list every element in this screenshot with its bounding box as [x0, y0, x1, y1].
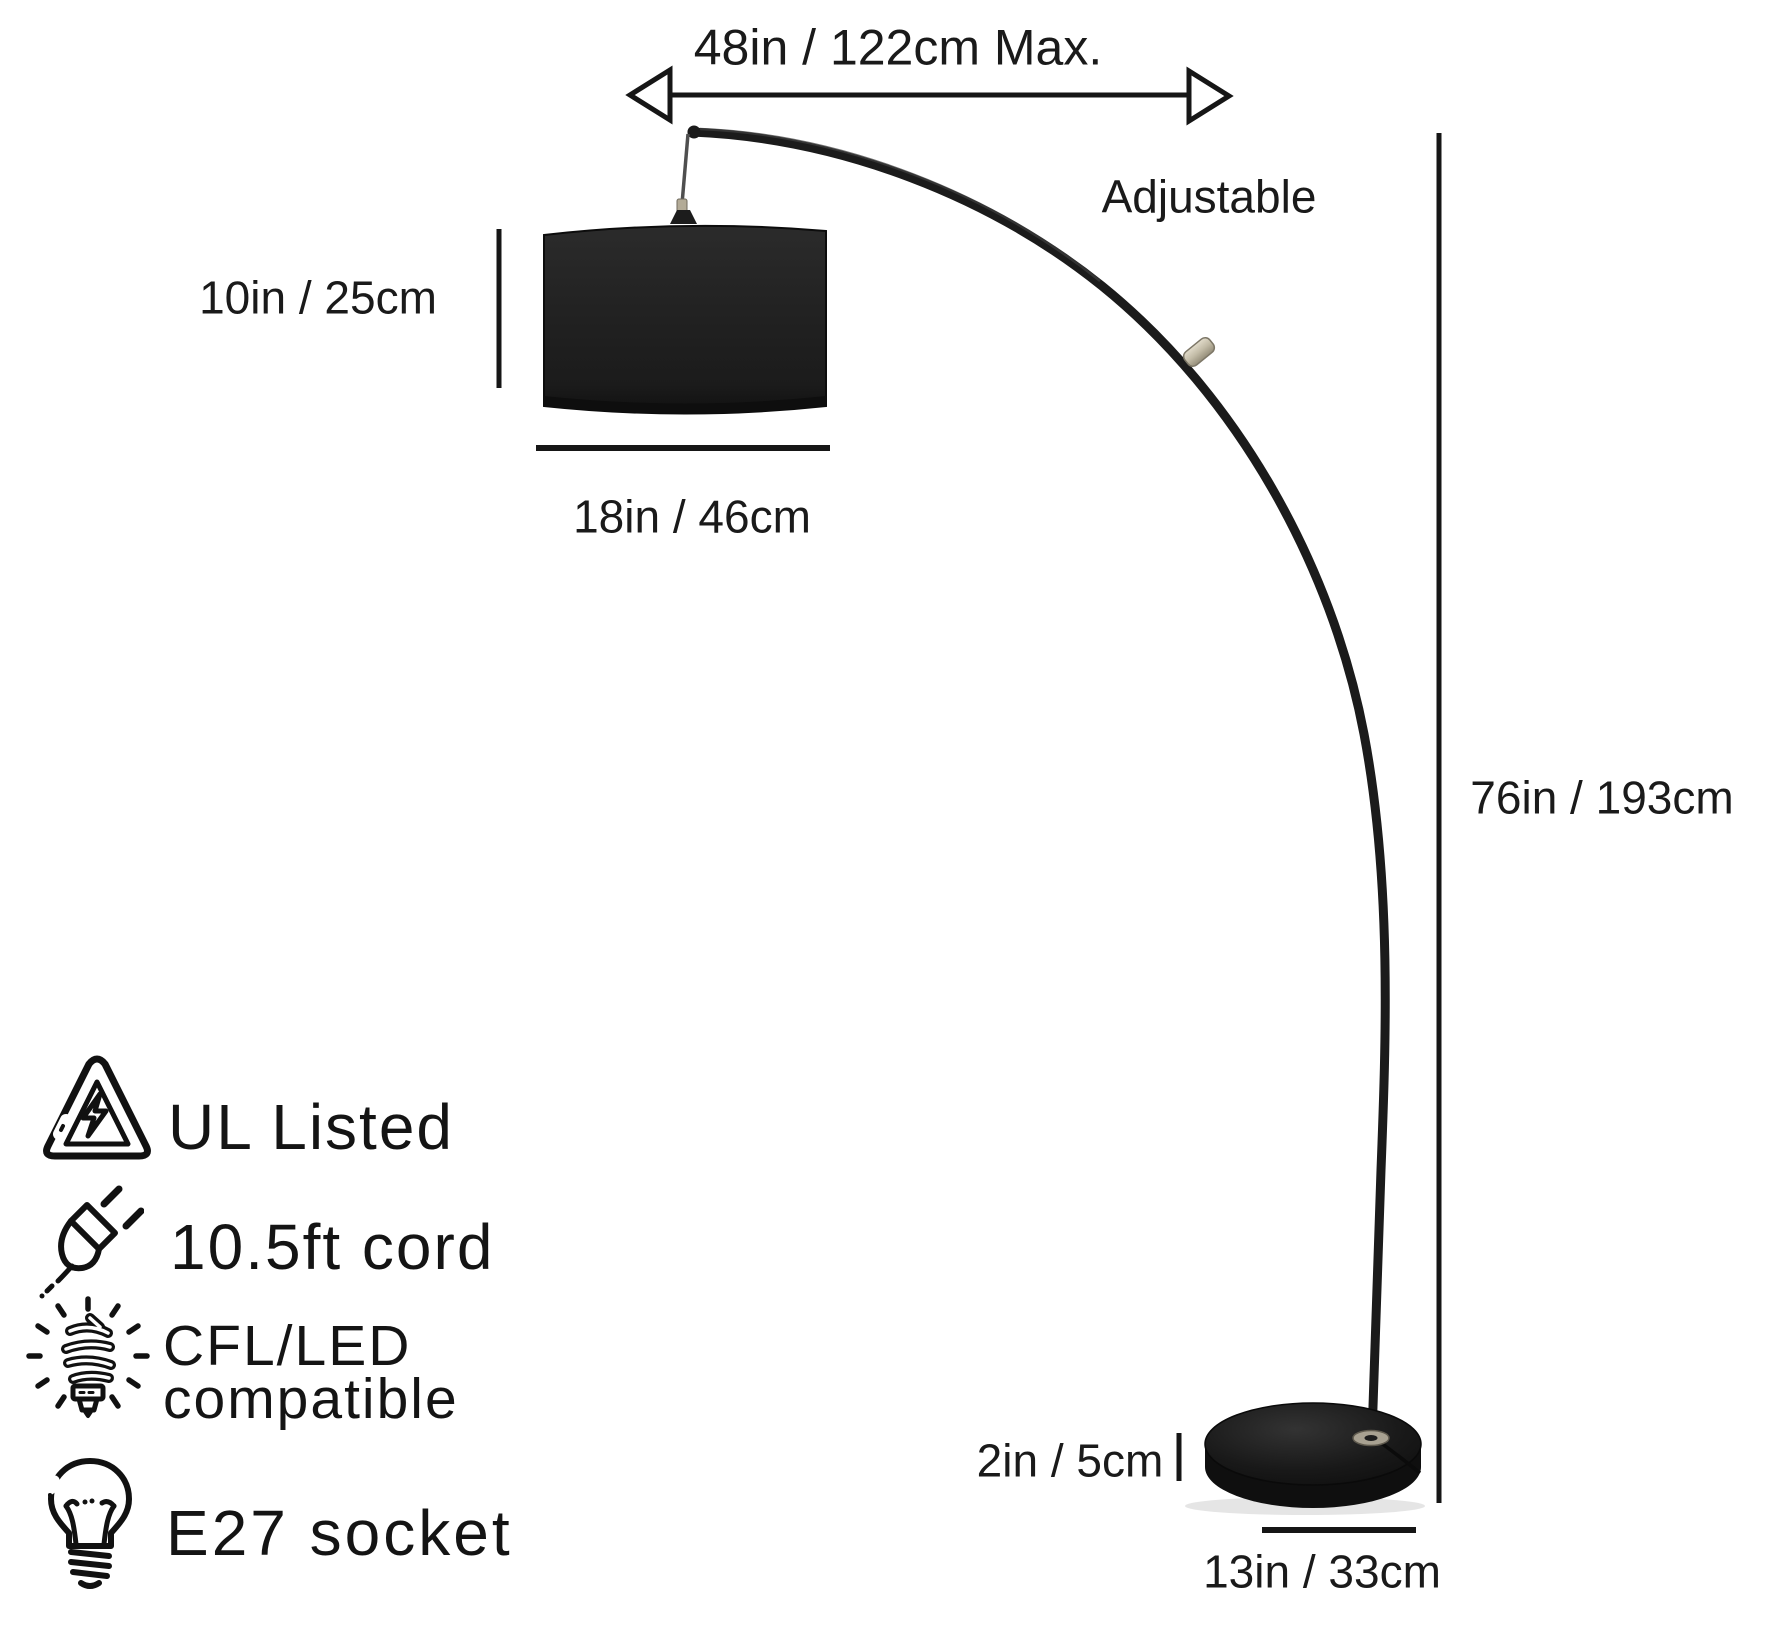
cfl-rays [26, 1296, 150, 1409]
base-diameter-label: 13in / 33cm [1203, 1545, 1441, 1598]
feature-cfl-led-line1: CFL/LED [163, 1314, 412, 1378]
shade-hanger [670, 133, 697, 224]
shade-cap [670, 210, 697, 224]
dimension-arrow-arc-width [625, 65, 1234, 126]
arc-pole [687, 125, 1390, 1441]
feature-e27-socket-label: E27 socket [166, 1497, 513, 1569]
light-bulb-icon [44, 1456, 136, 1592]
power-cord [1378, 1440, 1422, 1475]
adjustable-label: Adjustable [1101, 170, 1317, 223]
feature-cfl-led-line2: compatible [163, 1367, 459, 1431]
shade-height-label: 10in / 25cm [199, 271, 437, 324]
hanger-rod [680, 133, 690, 205]
shade-diameter-label: 18in / 46cm [573, 490, 811, 543]
arrowhead-left-icon [625, 65, 673, 125]
base-top [1204, 1402, 1422, 1486]
feature-cord-label: 10.5ft cord [170, 1211, 495, 1283]
lamp-base [1185, 1402, 1425, 1515]
arrowhead-right-icon [1186, 66, 1234, 126]
pole-adjuster-joint [1182, 337, 1216, 367]
feature-cfl-led-label: CFL/LED compatible [163, 1314, 459, 1431]
pole-end-cap [687, 125, 701, 139]
lamp-shade [543, 224, 827, 415]
total-height-label: 76in / 193cm [1470, 771, 1734, 824]
arc-width-label: 48in / 122cm Max. [693, 19, 1103, 76]
high-voltage-warning-icon [42, 1050, 152, 1170]
power-plug-icon [38, 1176, 144, 1300]
shade-bottom-rim [544, 396, 826, 414]
feature-ul-listed-label: UL Listed [168, 1091, 454, 1163]
cfl-bulb-icon [26, 1296, 156, 1448]
base-height-label: 2in / 5cm [976, 1434, 1164, 1487]
